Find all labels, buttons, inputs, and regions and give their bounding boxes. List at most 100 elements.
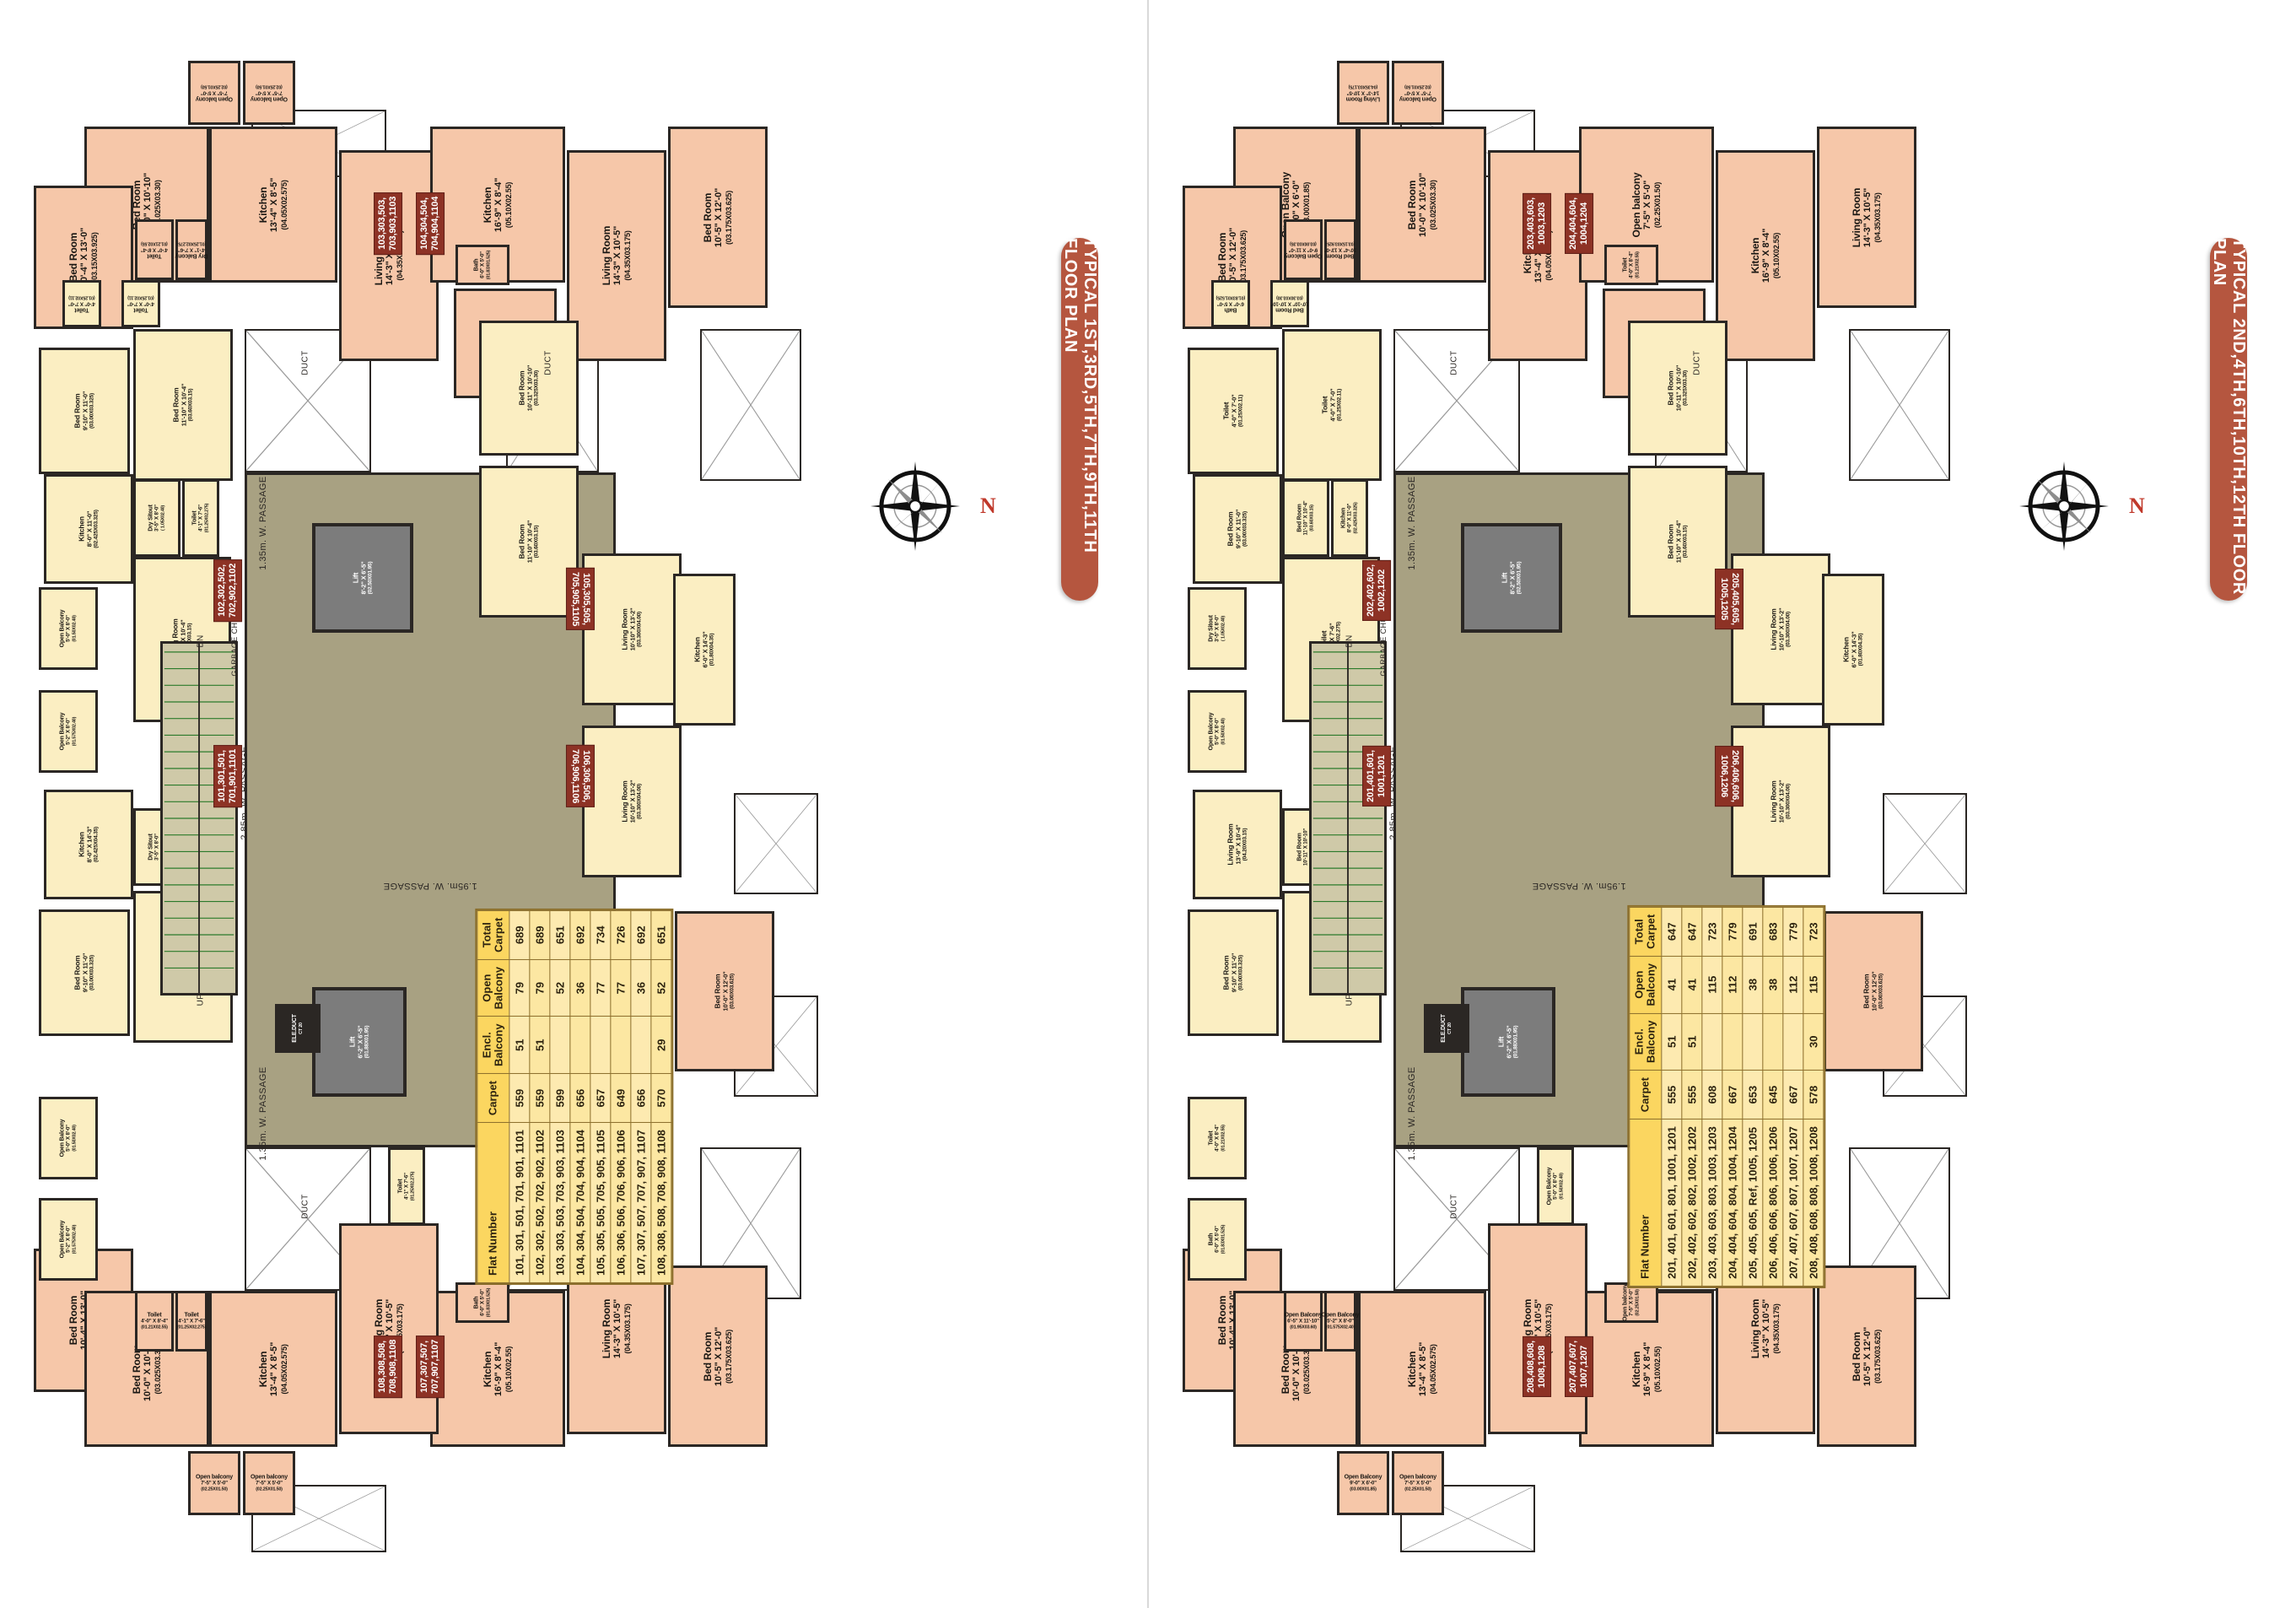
room-dimension-m: (03.15X03.925) [1325,240,1356,246]
table-cell-total: 692 [569,910,590,960]
table-cell-flat: 106, 306, 506, 706, 906, 1106 [610,1122,631,1283]
table-cell-carpet: 559 [529,1073,550,1123]
room-r30 [1731,726,1830,877]
table-cell-open: 112 [1782,956,1803,1013]
room-dimension-ft: 5'-0" X 8'-0" [65,1125,72,1152]
table-cell-total: 723 [1701,907,1722,957]
room-r42 [188,1451,240,1515]
room-r46 [1188,1198,1247,1281]
room-r45 [135,1291,174,1352]
room-dimension-m: (02.25X01.50) [256,84,283,89]
flat-number-badge-b108: 108,308,508,708,908,1108 [374,1335,402,1399]
room-dimension-m: (01.25X02.275) [204,503,210,533]
ct-20-text: CT 20 [1447,1023,1453,1034]
room-dimension-ft: 7'-5" X 5'-0" [1404,89,1431,96]
table-cell-total: 734 [590,910,611,960]
room-name: Bed Room [67,1295,80,1346]
table-cell-total: 692 [630,910,651,960]
table-cell-encl [1762,1012,1783,1071]
room-name: Dry Balcony [175,252,208,259]
room-dimension-ft: 4'-0" X 7'-0" [127,300,154,307]
room-dimension-m: (01.83X01.525) [486,250,492,280]
room-dimension-ft: 9'-10" X 11'-0" [1229,952,1237,993]
room-r11 [1324,219,1356,280]
room-dimension-ft: 10'-0" X 12'-0" [1869,971,1878,1012]
room-dimension-ft: 4'-0" X 7'-0" [68,300,95,307]
table-cell-total: 689 [509,910,530,960]
table-cell-open: 38 [1762,956,1783,1013]
room-dimension-ft: 7'-5" X 5'-0" [201,89,228,96]
table-cell-open: 79 [529,959,550,1017]
table-cell-encl: 29 [650,1016,671,1074]
table-cell-open: 79 [509,959,530,1017]
room-dimension-m: (03.00X03.625) [1878,974,1884,1010]
ct-20-text: CT 20 [298,1023,304,1034]
room-dimension-ft: 10'-0" X 10'-10" [1418,172,1429,237]
room-name: Bed Room [702,1331,714,1381]
room-name: Bed Room [1275,306,1304,313]
room-dimension-ft: 16'-9" X 8'-4" [1761,228,1772,283]
room-dimension-m: (03.00X01.85) [1350,1487,1377,1492]
room-dimension-m: (04.35X03.175) [623,230,632,281]
table-cell-total: 689 [529,910,550,960]
panel-divider [1147,0,1149,1608]
room-r4 [1337,61,1389,125]
room-r49 [388,1147,425,1225]
room-dimension-m: (03.175X03.625) [724,190,733,245]
room-dimension-ft: 13'-4" X 8'-5" [269,177,280,232]
room-dimension-m: (03.00X03.325) [89,955,95,991]
ele-duct-text: ELE.DUCT [292,1014,299,1043]
room-dimension-m: (01.50X02.40) [72,615,78,642]
room-r7 [1716,150,1815,361]
room-name: Bed Room [1406,180,1419,229]
room-dimension-ft: 16'-9" X 8'-4" [1642,1341,1653,1396]
room-r37 [1488,1223,1587,1434]
room-dimension-ft: 10'-11" X 10'-10" [1673,364,1682,412]
room-dimension-m: (02.25X01.50) [1652,181,1662,228]
table-cell-encl [590,1016,611,1074]
table-cell-total: 779 [1722,907,1743,957]
room-r14 [1211,280,1250,327]
room-dimension-ft: 8'-0" X 14'-3" [84,826,93,863]
room-dimension-m: (04.05X02.575) [279,179,288,230]
room-r44 [455,1282,509,1323]
duct-note-2: DUCT [300,1194,310,1219]
table-cell-flat: 103, 303, 503, 703, 903, 1103 [549,1122,570,1283]
room-dimension-ft: 9'-10" X 11'-0" [80,391,89,431]
room-dimension-m: (03.00X03.325) [1237,955,1244,991]
passage-note-mid: 1.95m. W. PASSAGE [1532,881,1626,891]
title-text: TYPICAL 2ND,4TH,6TH,10TH,12TH FLOOR PLAN [2210,238,2248,595]
room-dimension-m: (02.425X03.325) [93,510,100,548]
flat-number-badge-b206: 206,406,606,1006,1206 [1715,746,1744,807]
room-r20 [182,479,219,557]
room-dimension-ft: 4'-1" X 7'-6" [178,246,205,253]
table-cell-open: 36 [569,959,590,1017]
room-r43 [243,1451,295,1515]
table-cell-flat: 105, 305, 505, 705, 905, 1105 [590,1122,611,1283]
table-cell-open: 41 [1681,956,1702,1013]
room-dimension-ft: 10'-11" X 10'-10" [525,364,533,412]
room-name: Toilet [133,306,148,313]
room-name: Toilet [147,252,162,259]
room-dimension-ft: 9'-10" X 11'-0" [80,952,89,993]
